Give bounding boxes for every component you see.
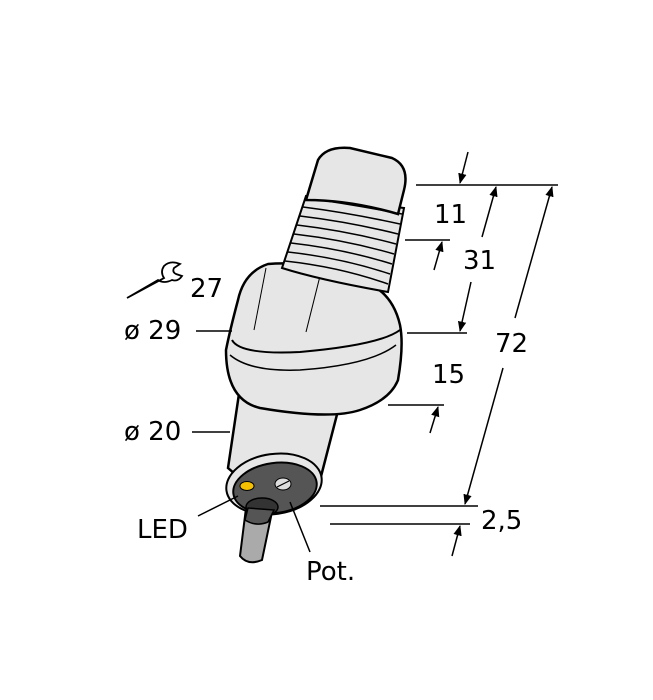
led-indicator — [239, 481, 255, 491]
sensor-cap — [304, 146, 407, 216]
dim-face-label: 2,5 — [481, 506, 523, 536]
body-diameter-label: ø 20 — [124, 417, 182, 447]
led-label: LED — [137, 515, 188, 545]
dim-thread-label: 31 — [463, 246, 497, 276]
pot-label: Pot. — [306, 557, 356, 587]
wrench-icon — [126, 261, 184, 299]
nut-diameter-label: ø 29 — [124, 316, 182, 346]
sensor-thread — [280, 194, 406, 294]
wrench-size-label: 27 — [190, 274, 224, 304]
dim-total-label: 72 — [495, 329, 529, 359]
dim-body-label: 15 — [432, 360, 466, 390]
potentiometer — [274, 477, 292, 491]
dimension-lines — [192, 151, 558, 557]
dim-cap-label: 11 — [434, 200, 468, 230]
